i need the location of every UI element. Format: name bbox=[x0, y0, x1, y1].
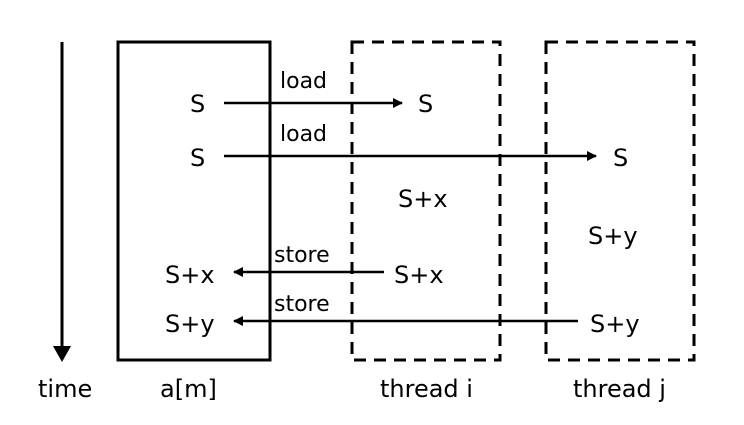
time-label: time bbox=[38, 375, 93, 403]
time-axis-arrowhead bbox=[53, 346, 71, 362]
thread-i-label: thread i bbox=[380, 375, 473, 403]
memory-value-row3: S+x bbox=[165, 261, 215, 289]
memory-value-row4: S+y bbox=[165, 310, 215, 338]
thread-i-loaded-value: S bbox=[418, 90, 434, 118]
thread-j-stored-value: S+y bbox=[590, 310, 640, 338]
memory-box bbox=[116, 40, 272, 362]
thread-j-box bbox=[544, 40, 696, 362]
thread-i-computed-value: S+x bbox=[398, 185, 448, 213]
memory-value-row2: S bbox=[190, 144, 206, 172]
store-label-thread-i: store bbox=[274, 243, 330, 268]
memory-value-row1: S bbox=[190, 90, 206, 118]
thread-j-label: thread j bbox=[573, 375, 666, 403]
memory-label: a[m] bbox=[160, 375, 217, 403]
thread-j-loaded-value: S bbox=[613, 144, 629, 172]
thread-j-computed-value: S+y bbox=[588, 222, 638, 250]
thread-i-box bbox=[350, 40, 502, 362]
load-label-thread-j: load bbox=[280, 122, 328, 147]
load-label-thread-i: load bbox=[280, 69, 328, 94]
store-label-thread-j: store bbox=[274, 292, 330, 317]
thread-i-stored-value: S+x bbox=[394, 261, 444, 289]
